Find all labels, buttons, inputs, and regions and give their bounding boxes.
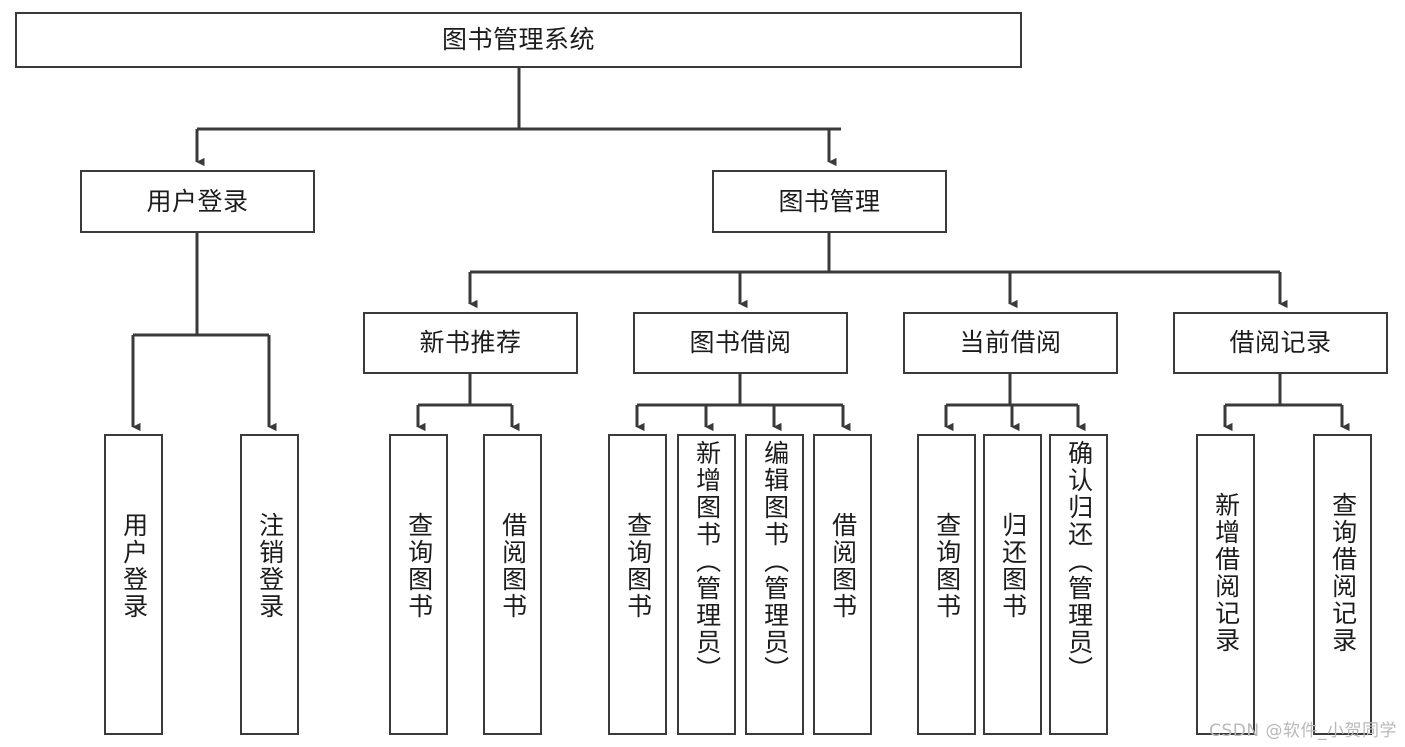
node-label: 查询图书 [404,512,434,620]
node-leaf-query-record[interactable]: 查询借阅记录 [1313,434,1372,735]
node-leaf-confirm-return[interactable]: 确认归还（管理员） [1049,434,1108,735]
node-label: 新书推荐 [419,328,522,358]
node-label: 图书管理系统 [441,25,595,55]
node-leaf-user-logout[interactable]: 注销登录 [240,434,299,735]
node-leaf-query-book-1[interactable]: 查询图书 [389,434,448,735]
node-label: 查询借阅记录 [1328,492,1358,654]
node-label: 编辑图书（管理员） [760,440,790,683]
node-label: 借阅图书 [828,512,858,620]
node-label: 注销登录 [255,512,285,620]
node-new-book-rec[interactable]: 新书推荐 [363,312,578,374]
node-book-manage[interactable]: 图书管理 [712,170,947,233]
csdn-watermark: CSDN @软件_小贺同学 [1209,721,1397,741]
node-current-borrow[interactable]: 当前借阅 [903,312,1118,374]
node-label: 归还图书 [998,512,1028,620]
node-label: 新增借阅记录 [1211,492,1241,654]
node-user-login[interactable]: 用户登录 [80,170,315,233]
node-borrow-record[interactable]: 借阅记录 [1173,312,1388,374]
node-label: 查询图书 [932,512,962,620]
node-label: 当前借阅 [959,328,1062,358]
node-book-borrow[interactable]: 图书借阅 [633,312,848,374]
node-label: 图书借阅 [689,328,792,358]
node-label: 用户登录 [146,186,249,216]
node-root-system[interactable]: 图书管理系统 [15,12,1022,68]
node-label: 确认归还（管理员） [1064,440,1094,683]
node-label: 借阅图书 [498,512,528,620]
node-label: 借阅记录 [1229,328,1332,358]
node-leaf-return-book[interactable]: 归还图书 [983,434,1042,735]
node-leaf-user-login[interactable]: 用户登录 [104,434,163,735]
node-leaf-add-record[interactable]: 新增借阅记录 [1196,434,1255,735]
node-leaf-query-book-2[interactable]: 查询图书 [608,434,667,735]
node-label: 查询图书 [623,512,653,620]
node-label: 用户登录 [119,512,149,620]
node-leaf-add-book[interactable]: 新增图书（管理员） [677,434,736,735]
node-leaf-borrow-book-1[interactable]: 借阅图书 [483,434,542,735]
node-label: 新增图书（管理员） [692,440,722,683]
node-leaf-edit-book[interactable]: 编辑图书（管理员） [745,434,804,735]
node-leaf-borrow-book-2[interactable]: 借阅图书 [813,434,872,735]
node-label: 图书管理 [778,186,881,216]
node-leaf-query-book-3[interactable]: 查询图书 [917,434,976,735]
